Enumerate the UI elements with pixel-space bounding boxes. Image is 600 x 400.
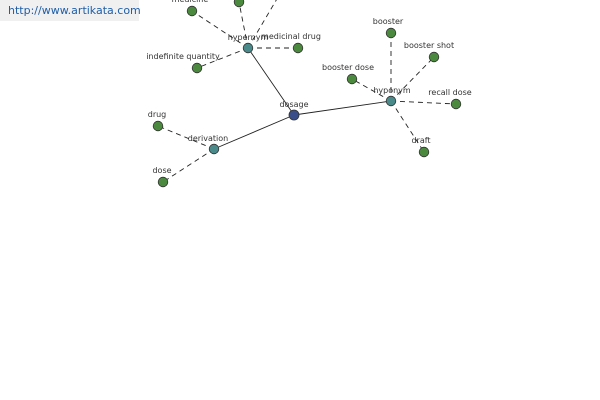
edge-hyponym-draft bbox=[390, 100, 425, 153]
edge-hypernym-indefinite-quantity bbox=[196, 47, 249, 69]
edge-hypernym-top-a bbox=[238, 1, 249, 49]
node-drug[interactable]: drug bbox=[148, 110, 167, 132]
node-label: booster shot bbox=[404, 41, 454, 50]
node-dose[interactable]: dose bbox=[152, 166, 172, 188]
node-hypernym[interactable]: hypernym bbox=[228, 33, 269, 54]
node-marker[interactable] bbox=[418, 146, 430, 158]
node-derivation[interactable]: derivation bbox=[188, 134, 228, 155]
node-medicine[interactable]: medicine bbox=[172, 0, 209, 17]
node-label: dosage bbox=[279, 100, 308, 109]
node-booster-dose[interactable]: booster dose bbox=[322, 63, 374, 85]
node-label: hypernym bbox=[228, 33, 269, 42]
node-marker[interactable] bbox=[152, 120, 164, 132]
node-marker[interactable] bbox=[157, 176, 169, 188]
node-medicinal-drug[interactable]: medicinal drug bbox=[261, 32, 321, 54]
node-marker[interactable] bbox=[450, 98, 462, 110]
node-indefinite-quantity[interactable]: indefinite quantity bbox=[146, 52, 220, 74]
node-marker[interactable] bbox=[242, 42, 254, 54]
node-label: dose bbox=[152, 166, 171, 175]
edge-dosage-hyponym bbox=[293, 100, 392, 116]
node-marker[interactable] bbox=[292, 42, 304, 54]
node-label: hyponym bbox=[373, 86, 411, 95]
node-label: draft bbox=[411, 136, 430, 145]
node-label: derivation bbox=[188, 134, 228, 143]
edge-hyponym-booster-dose bbox=[351, 78, 392, 102]
node-label: drug bbox=[148, 110, 167, 119]
node-marker[interactable] bbox=[208, 143, 220, 155]
node-marker[interactable] bbox=[385, 27, 397, 39]
edge-derivation-dose bbox=[162, 148, 215, 183]
node-marker[interactable] bbox=[346, 73, 358, 85]
edge-dosage-hypernym bbox=[247, 47, 295, 116]
node-label: recall dose bbox=[428, 88, 471, 97]
node-marker[interactable] bbox=[191, 62, 203, 74]
edge-dosage-derivation bbox=[213, 114, 295, 150]
node-recall-dose[interactable]: recall dose bbox=[428, 88, 472, 110]
node-marker[interactable] bbox=[385, 95, 397, 107]
node-booster[interactable]: booster bbox=[373, 17, 404, 39]
url-bar: http://www.artikata.com bbox=[0, 0, 141, 21]
node-top-a[interactable] bbox=[233, 0, 245, 8]
edge-derivation-drug bbox=[157, 125, 215, 150]
edge-hyponym-booster-shot bbox=[390, 56, 435, 102]
node-marker[interactable] bbox=[233, 0, 245, 8]
edge-hypernym-medicine bbox=[191, 10, 249, 49]
site-link[interactable]: http://www.artikata.com bbox=[8, 4, 141, 17]
node-label: medicine bbox=[172, 0, 209, 4]
node-marker[interactable] bbox=[428, 51, 440, 63]
graph-edges bbox=[157, 0, 457, 183]
node-marker[interactable] bbox=[186, 5, 198, 17]
node-label: booster dose bbox=[322, 63, 374, 72]
node-label: booster bbox=[373, 17, 404, 26]
node-dosage[interactable]: dosage bbox=[279, 100, 309, 121]
node-label: medicinal drug bbox=[261, 32, 321, 41]
node-label: indefinite quantity bbox=[146, 52, 220, 61]
node-hyponym[interactable]: hyponym bbox=[373, 86, 411, 107]
edge-hyponym-recall-dose bbox=[390, 100, 457, 105]
node-booster-shot[interactable]: booster shot bbox=[404, 41, 454, 63]
graph-nodes: dosage hypernym hyponym derivation medicine m… bbox=[146, 0, 472, 188]
edge-hypernym-offscreen bbox=[247, 0, 277, 49]
node-draft[interactable]: draft bbox=[411, 136, 431, 158]
node-marker[interactable] bbox=[288, 109, 300, 121]
